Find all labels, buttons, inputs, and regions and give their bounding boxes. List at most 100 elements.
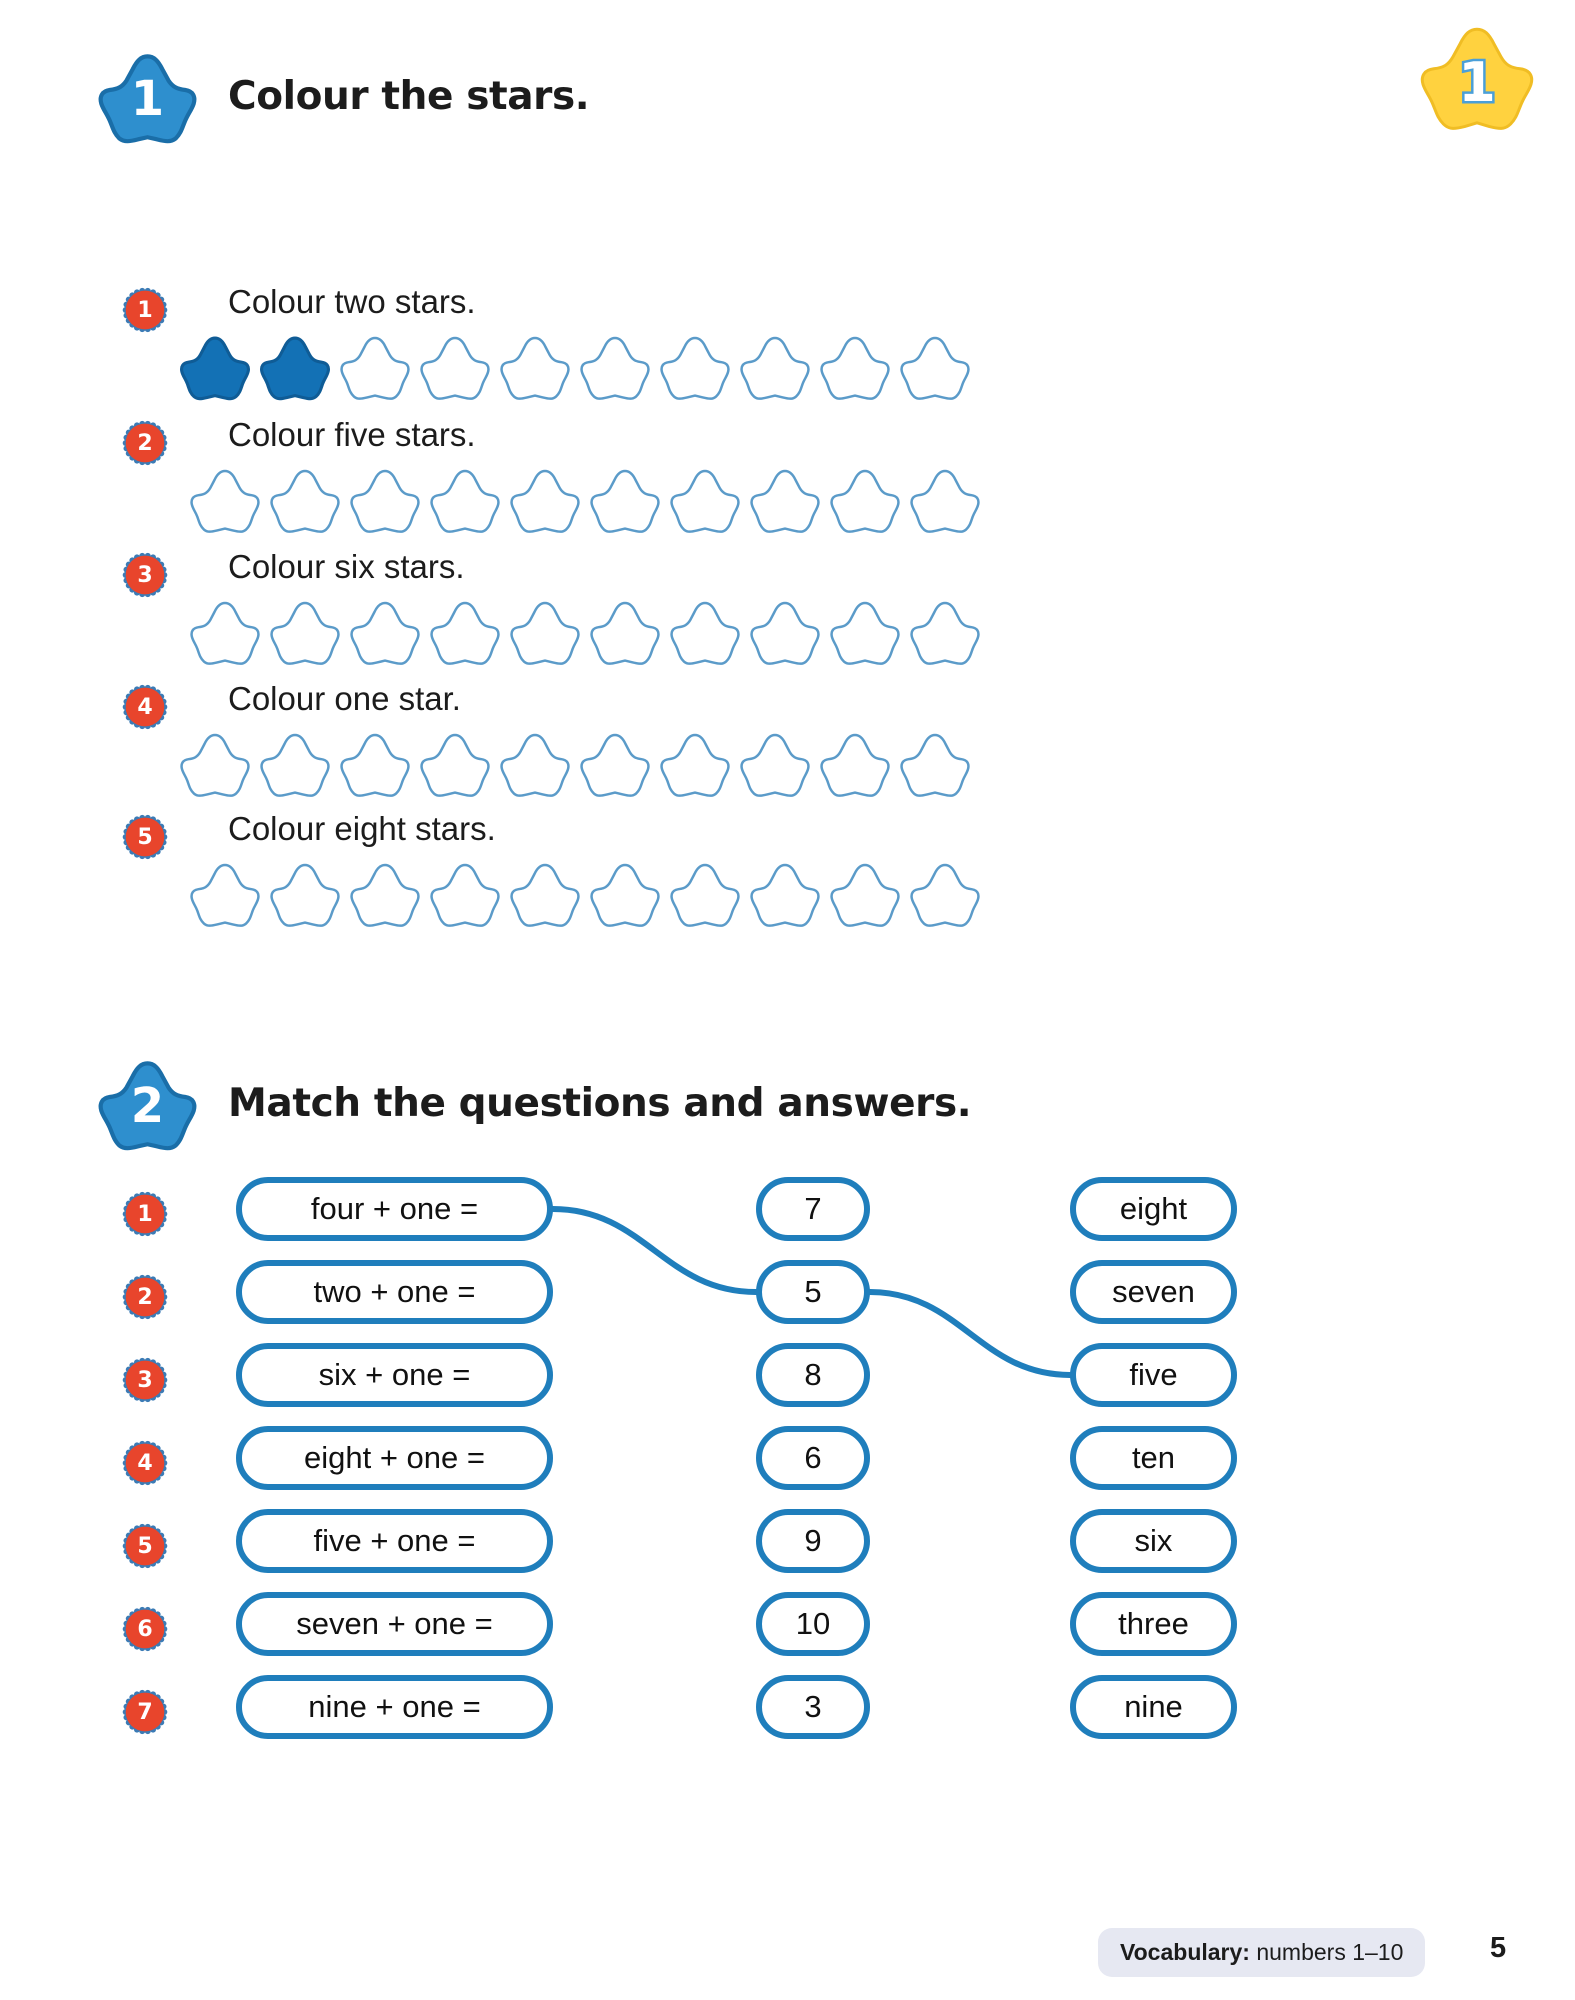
star-outline-icon[interactable] xyxy=(416,728,494,806)
star-outline-icon[interactable] xyxy=(666,858,744,936)
question-pill-4[interactable]: eight + one = xyxy=(236,1426,553,1490)
star-outline-icon[interactable] xyxy=(186,596,264,674)
star-outline-icon[interactable] xyxy=(896,331,974,409)
answer-pill-1[interactable]: eight xyxy=(1070,1177,1237,1241)
question-pill-7[interactable]: nine + one = xyxy=(236,1675,553,1739)
star-outline-icon[interactable] xyxy=(906,858,984,936)
star-outline-icon[interactable] xyxy=(746,596,824,674)
star-outline-icon[interactable] xyxy=(506,596,584,674)
star-outline-icon[interactable] xyxy=(576,331,654,409)
number-pill-2[interactable]: 5 xyxy=(756,1260,870,1324)
star-cell[interactable] xyxy=(346,858,426,936)
star-cell[interactable] xyxy=(266,596,346,674)
star-outline-icon[interactable] xyxy=(416,331,494,409)
star-outline-icon[interactable] xyxy=(186,858,264,936)
answer-pill-6[interactable]: three xyxy=(1070,1592,1237,1656)
star-cell[interactable] xyxy=(176,331,256,409)
star-outline-icon[interactable] xyxy=(426,596,504,674)
star-outline-icon[interactable] xyxy=(826,596,904,674)
star-cell[interactable] xyxy=(256,331,336,409)
star-outline-icon[interactable] xyxy=(266,858,344,936)
star-outline-icon[interactable] xyxy=(336,331,414,409)
star-outline-icon[interactable] xyxy=(336,728,414,806)
star-filled-icon[interactable] xyxy=(256,331,334,409)
star-outline-icon[interactable] xyxy=(346,858,424,936)
star-cell[interactable] xyxy=(346,464,426,542)
star-filled-icon[interactable] xyxy=(176,331,254,409)
star-outline-icon[interactable] xyxy=(906,596,984,674)
star-outline-icon[interactable] xyxy=(346,464,424,542)
question-pill-1[interactable]: four + one = xyxy=(236,1177,553,1241)
star-cell[interactable] xyxy=(506,596,586,674)
star-cell[interactable] xyxy=(816,728,896,806)
star-cell[interactable] xyxy=(496,728,576,806)
question-pill-6[interactable]: seven + one = xyxy=(236,1592,553,1656)
star-cell[interactable] xyxy=(586,858,666,936)
number-pill-7[interactable]: 3 xyxy=(756,1675,870,1739)
answer-pill-2[interactable]: seven xyxy=(1070,1260,1237,1324)
star-outline-icon[interactable] xyxy=(816,331,894,409)
star-cell[interactable] xyxy=(576,331,656,409)
star-outline-icon[interactable] xyxy=(736,728,814,806)
star-outline-icon[interactable] xyxy=(346,596,424,674)
star-outline-icon[interactable] xyxy=(666,464,744,542)
question-pill-2[interactable]: two + one = xyxy=(236,1260,553,1324)
star-cell[interactable] xyxy=(826,858,906,936)
star-cell[interactable] xyxy=(906,596,986,674)
star-cell[interactable] xyxy=(736,728,816,806)
question-pill-5[interactable]: five + one = xyxy=(236,1509,553,1573)
star-cell[interactable] xyxy=(826,464,906,542)
star-cell[interactable] xyxy=(666,596,746,674)
star-outline-icon[interactable] xyxy=(496,331,574,409)
star-cell[interactable] xyxy=(256,728,336,806)
star-cell[interactable] xyxy=(656,331,736,409)
star-cell[interactable] xyxy=(186,464,266,542)
star-cell[interactable] xyxy=(496,331,576,409)
star-outline-icon[interactable] xyxy=(266,596,344,674)
star-cell[interactable] xyxy=(416,331,496,409)
number-pill-6[interactable]: 10 xyxy=(756,1592,870,1656)
star-outline-icon[interactable] xyxy=(506,464,584,542)
number-pill-4[interactable]: 6 xyxy=(756,1426,870,1490)
star-cell[interactable] xyxy=(346,596,426,674)
answer-pill-7[interactable]: nine xyxy=(1070,1675,1237,1739)
star-outline-icon[interactable] xyxy=(896,728,974,806)
star-outline-icon[interactable] xyxy=(506,858,584,936)
star-outline-icon[interactable] xyxy=(256,728,334,806)
star-outline-icon[interactable] xyxy=(576,728,654,806)
star-cell[interactable] xyxy=(506,858,586,936)
star-outline-icon[interactable] xyxy=(426,858,504,936)
answer-pill-3[interactable]: five xyxy=(1070,1343,1237,1407)
star-cell[interactable] xyxy=(656,728,736,806)
star-outline-icon[interactable] xyxy=(656,728,734,806)
star-cell[interactable] xyxy=(426,596,506,674)
star-cell[interactable] xyxy=(896,728,976,806)
star-cell[interactable] xyxy=(746,464,826,542)
star-cell[interactable] xyxy=(426,464,506,542)
number-pill-3[interactable]: 8 xyxy=(756,1343,870,1407)
star-cell[interactable] xyxy=(666,858,746,936)
star-outline-icon[interactable] xyxy=(426,464,504,542)
number-pill-5[interactable]: 9 xyxy=(756,1509,870,1573)
star-cell[interactable] xyxy=(266,858,346,936)
star-outline-icon[interactable] xyxy=(826,858,904,936)
star-outline-icon[interactable] xyxy=(176,728,254,806)
star-cell[interactable] xyxy=(816,331,896,409)
star-cell[interactable] xyxy=(506,464,586,542)
star-outline-icon[interactable] xyxy=(906,464,984,542)
star-cell[interactable] xyxy=(826,596,906,674)
star-cell[interactable] xyxy=(906,464,986,542)
star-outline-icon[interactable] xyxy=(266,464,344,542)
star-outline-icon[interactable] xyxy=(656,331,734,409)
star-outline-icon[interactable] xyxy=(826,464,904,542)
star-cell[interactable] xyxy=(186,596,266,674)
star-cell[interactable] xyxy=(266,464,346,542)
star-outline-icon[interactable] xyxy=(586,858,664,936)
star-cell[interactable] xyxy=(426,858,506,936)
star-cell[interactable] xyxy=(336,331,416,409)
star-outline-icon[interactable] xyxy=(186,464,264,542)
number-pill-1[interactable]: 7 xyxy=(756,1177,870,1241)
star-outline-icon[interactable] xyxy=(586,596,664,674)
star-cell[interactable] xyxy=(896,331,976,409)
star-outline-icon[interactable] xyxy=(666,596,744,674)
